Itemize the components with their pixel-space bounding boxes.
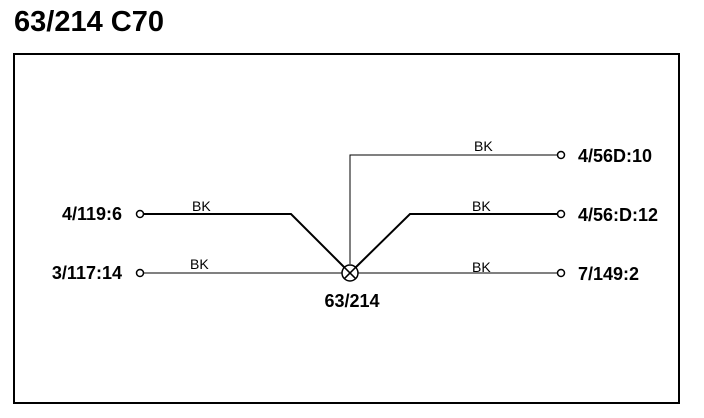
splice-label: 63/214 — [324, 291, 379, 311]
terminal-left-top[interactable] — [135, 209, 145, 219]
wire-right-top[interactable] — [349, 150, 566, 265]
wire-path-left-top — [144, 213, 347, 270]
diagram-title: 63/214 C70 — [14, 6, 164, 38]
wire-right-middle[interactable] — [353, 209, 566, 270]
terminal-right-bottom[interactable] — [556, 268, 566, 278]
terminal-right-top[interactable] — [556, 150, 566, 160]
wire-color-left-top: BK — [192, 198, 211, 214]
wire-path-right-top — [349, 154, 557, 264]
splice-symbol[interactable] — [341, 264, 359, 282]
connector-left-bottom: 3/117:14 — [52, 263, 122, 283]
terminal-right-middle[interactable] — [556, 209, 566, 219]
connector-left-top: 4/119:6 — [62, 204, 122, 224]
connector-right-top: 4/56D:10 — [578, 146, 652, 166]
diagram-frame — [13, 53, 680, 404]
wire-color-right-bottom: BK — [472, 259, 491, 275]
wire-color-left-bottom: BK — [190, 256, 209, 272]
connector-right-middle: 4/56:D:12 — [578, 205, 658, 225]
wire-path-right-middle — [353, 213, 557, 270]
terminal-left-bottom[interactable] — [135, 268, 145, 278]
wire-left-top[interactable] — [135, 209, 347, 270]
connector-right-bottom: 7/149:2 — [578, 264, 639, 284]
wire-left-bottom[interactable] — [135, 268, 343, 278]
wire-color-right-top: BK — [474, 138, 493, 154]
wire-color-right-middle: BK — [472, 198, 491, 214]
wire-right-bottom[interactable] — [358, 268, 566, 278]
